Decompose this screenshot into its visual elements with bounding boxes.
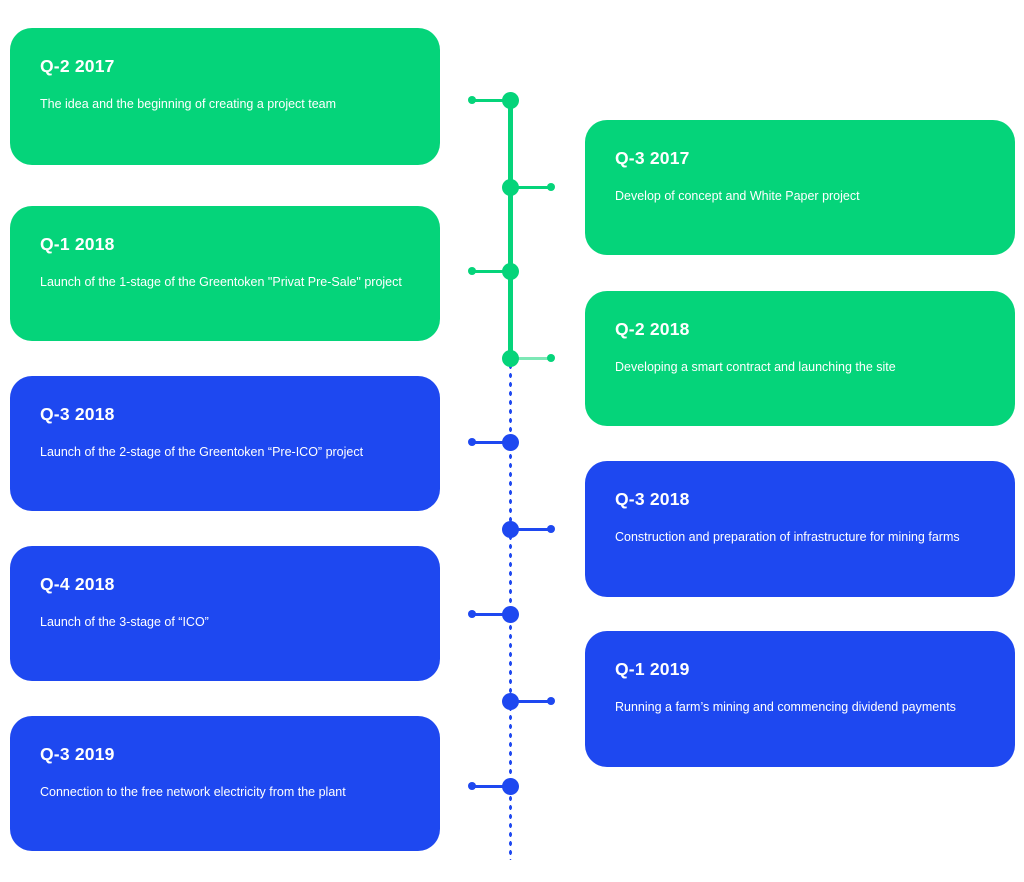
timeline-node-q1-2018[interactable] xyxy=(501,262,519,280)
milestone-card-q2-2017[interactable]: Q-2 2017 The idea and the beginning of c… xyxy=(10,28,440,165)
connector-endcap-q4-2018 xyxy=(468,610,476,618)
timeline-node-q1-2019[interactable] xyxy=(501,692,519,710)
connector-q3-2017 xyxy=(510,185,551,189)
milestone-description: Develop of concept and White Paper proje… xyxy=(615,189,860,203)
timeline-node-q4-2018[interactable] xyxy=(501,605,519,623)
connector-endcap-q3-2018-right xyxy=(547,525,555,533)
milestone-description: Connection to the free network electrici… xyxy=(40,785,346,799)
milestone-card-q3-2018-left[interactable]: Q-3 2018 Launch of the 2-stage of the Gr… xyxy=(10,376,440,511)
timeline-node-q3-2017[interactable] xyxy=(501,178,519,196)
timeline-axis-green-solid xyxy=(508,100,513,358)
milestone-title: Q-3 2017 xyxy=(615,148,690,168)
connector-endcap-q1-2018 xyxy=(468,267,476,275)
milestone-title: Q-3 2019 xyxy=(40,744,115,764)
milestone-card-q3-2018-right[interactable]: Q-3 2018 Construction and preparation of… xyxy=(585,461,1015,597)
milestone-title: Q-4 2018 xyxy=(40,574,115,594)
milestone-title: Q-2 2018 xyxy=(615,319,690,339)
milestone-title: Q-3 2018 xyxy=(615,489,690,509)
connector-endcap-q1-2019 xyxy=(547,697,555,705)
milestone-title: Q-1 2019 xyxy=(615,659,690,679)
connector-q3-2018-right xyxy=(510,527,551,531)
milestone-title: Q-1 2018 xyxy=(40,234,115,254)
connector-endcap-q3-2018-left xyxy=(468,438,476,446)
connector-endcap-q3-2017 xyxy=(547,183,555,191)
connector-q2-2017 xyxy=(472,98,510,102)
milestone-card-q1-2019[interactable]: Q-1 2019 Running a farm’s mining and com… xyxy=(585,631,1015,767)
milestone-description: The idea and the beginning of creating a… xyxy=(40,97,337,111)
milestone-title: Q-2 2017 xyxy=(40,56,115,76)
milestone-card-q3-2017[interactable]: Q-3 2017 Develop of concept and White Pa… xyxy=(585,120,1015,255)
connector-endcap-q2-2017 xyxy=(468,96,476,104)
connector-q1-2019 xyxy=(510,699,551,703)
milestone-description: Launch of the 1-stage of the Greentoken … xyxy=(40,275,402,289)
connector-endcap-q3-2019 xyxy=(468,782,476,790)
milestone-description: Developing a smart contract and launchin… xyxy=(615,360,896,374)
milestone-description: Construction and preparation of infrastr… xyxy=(615,530,960,544)
milestone-card-q3-2019[interactable]: Q-3 2019 Connection to the free network … xyxy=(10,716,440,851)
milestone-description: Running a farm’s mining and commencing d… xyxy=(615,700,956,714)
timeline-node-q3-2019[interactable] xyxy=(501,777,519,795)
timeline-node-q3-2018-left[interactable] xyxy=(501,433,519,451)
milestone-description: Launch of the 3-stage of “ICO” xyxy=(40,615,209,629)
connector-q1-2018 xyxy=(472,269,510,273)
connector-q4-2018 xyxy=(472,612,510,616)
connector-endcap-q2-2018 xyxy=(547,354,555,362)
milestone-card-q2-2018[interactable]: Q-2 2018 Developing a smart contract and… xyxy=(585,291,1015,426)
connector-q3-2018-left xyxy=(472,440,510,444)
milestone-description: Launch of the 2-stage of the Greentoken … xyxy=(40,445,364,459)
milestone-card-q1-2018[interactable]: Q-1 2018 Launch of the 1-stage of the Gr… xyxy=(10,206,440,341)
timeline-node-q2-2017[interactable] xyxy=(501,91,519,109)
milestone-title: Q-3 2018 xyxy=(40,404,115,424)
connector-q2-2018 xyxy=(510,356,551,360)
timeline-node-q3-2018-right[interactable] xyxy=(501,520,519,538)
timeline-node-q2-2018[interactable] xyxy=(501,349,519,367)
milestone-card-q4-2018[interactable]: Q-4 2018 Launch of the 3-stage of “ICO” xyxy=(10,546,440,681)
connector-q3-2019 xyxy=(472,784,510,788)
